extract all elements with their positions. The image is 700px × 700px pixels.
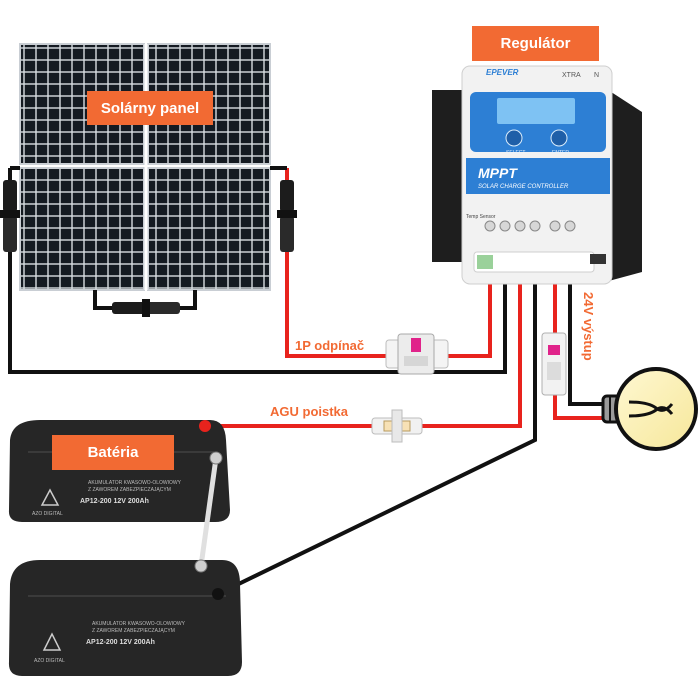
battery-type-line2: Z ZAWOREM ZABEZPIECZAJĄCYM <box>88 487 171 493</box>
solar-panel-label: Solárny panel <box>87 91 213 125</box>
enter-button[interactable] <box>550 129 568 147</box>
battery-link-wire <box>198 457 219 567</box>
mppt-banner <box>466 158 610 194</box>
pv-negative-wire <box>8 168 507 374</box>
mppt-title: MPPT <box>478 165 518 181</box>
battery-positive-terminal <box>199 420 211 432</box>
regulator-label: Regulátor <box>472 26 599 61</box>
light-bulb <box>601 367 698 451</box>
select-button-label: SELECT <box>506 150 525 156</box>
battery-model: AP12-200 12V 200Ah <box>86 639 155 646</box>
mc4-connector-left <box>0 180 20 252</box>
mc4-connector <box>112 299 180 317</box>
fuse-label: AGU poistka <box>270 404 349 419</box>
battery-type-line1: AKUMULATOR KWASOWO-OLOWIOWY <box>88 480 182 486</box>
battery-brand: AZO DIGITAL <box>34 658 65 664</box>
solar-panel-module <box>147 167 271 291</box>
battery-label: Batéria <box>52 435 174 470</box>
select-button[interactable] <box>505 129 523 147</box>
charge-controller: EPEVER XTRA N SELECT ENTER MPPT SOLAR CH… <box>432 65 642 285</box>
load-positive-wire <box>553 272 603 420</box>
battery-type-line2: Z ZAWOREM ZABEZPIECZAJĄCYM <box>92 628 175 634</box>
mc4-connector-right <box>277 180 297 252</box>
battery-brand: AZO DIGITAL <box>32 511 63 517</box>
agu-fuse <box>371 409 423 443</box>
output-breaker <box>541 332 567 396</box>
battery-type-line1: AKUMULATOR KWASOWO-OLOWIOWY <box>92 621 186 627</box>
panel-series-wire <box>93 290 197 310</box>
output-label: 24V výstup <box>581 292 596 361</box>
battery-model: AP12-200 12V 200Ah <box>80 498 149 505</box>
terminal-screws <box>484 220 576 232</box>
disconnector-switch <box>385 333 449 375</box>
mppt-subtitle: SOLAR CHARGE CONTROLLER <box>478 184 569 190</box>
enter-button-label: ENTER <box>552 150 569 156</box>
solar-panel-module <box>19 167 145 291</box>
battery-bottom: AKUMULATOR KWASOWO-OLOWIOWY Z ZAWOREM ZA… <box>8 560 242 676</box>
battery-positive-wire <box>205 272 522 428</box>
controller-model: XTRA <box>562 72 581 79</box>
load-negative-wire <box>568 272 603 406</box>
temp-sensor-label: Temp Sensor <box>466 214 496 220</box>
solar-panel-array <box>19 43 271 291</box>
controller-brand: EPEVER <box>486 68 519 77</box>
disconnector-label: 1P odpínač <box>295 338 365 353</box>
battery-negative-terminal <box>212 588 224 600</box>
lcd-display <box>497 98 575 124</box>
controller-model-suffix: N <box>594 72 599 79</box>
battery-negative-wire <box>217 272 537 596</box>
